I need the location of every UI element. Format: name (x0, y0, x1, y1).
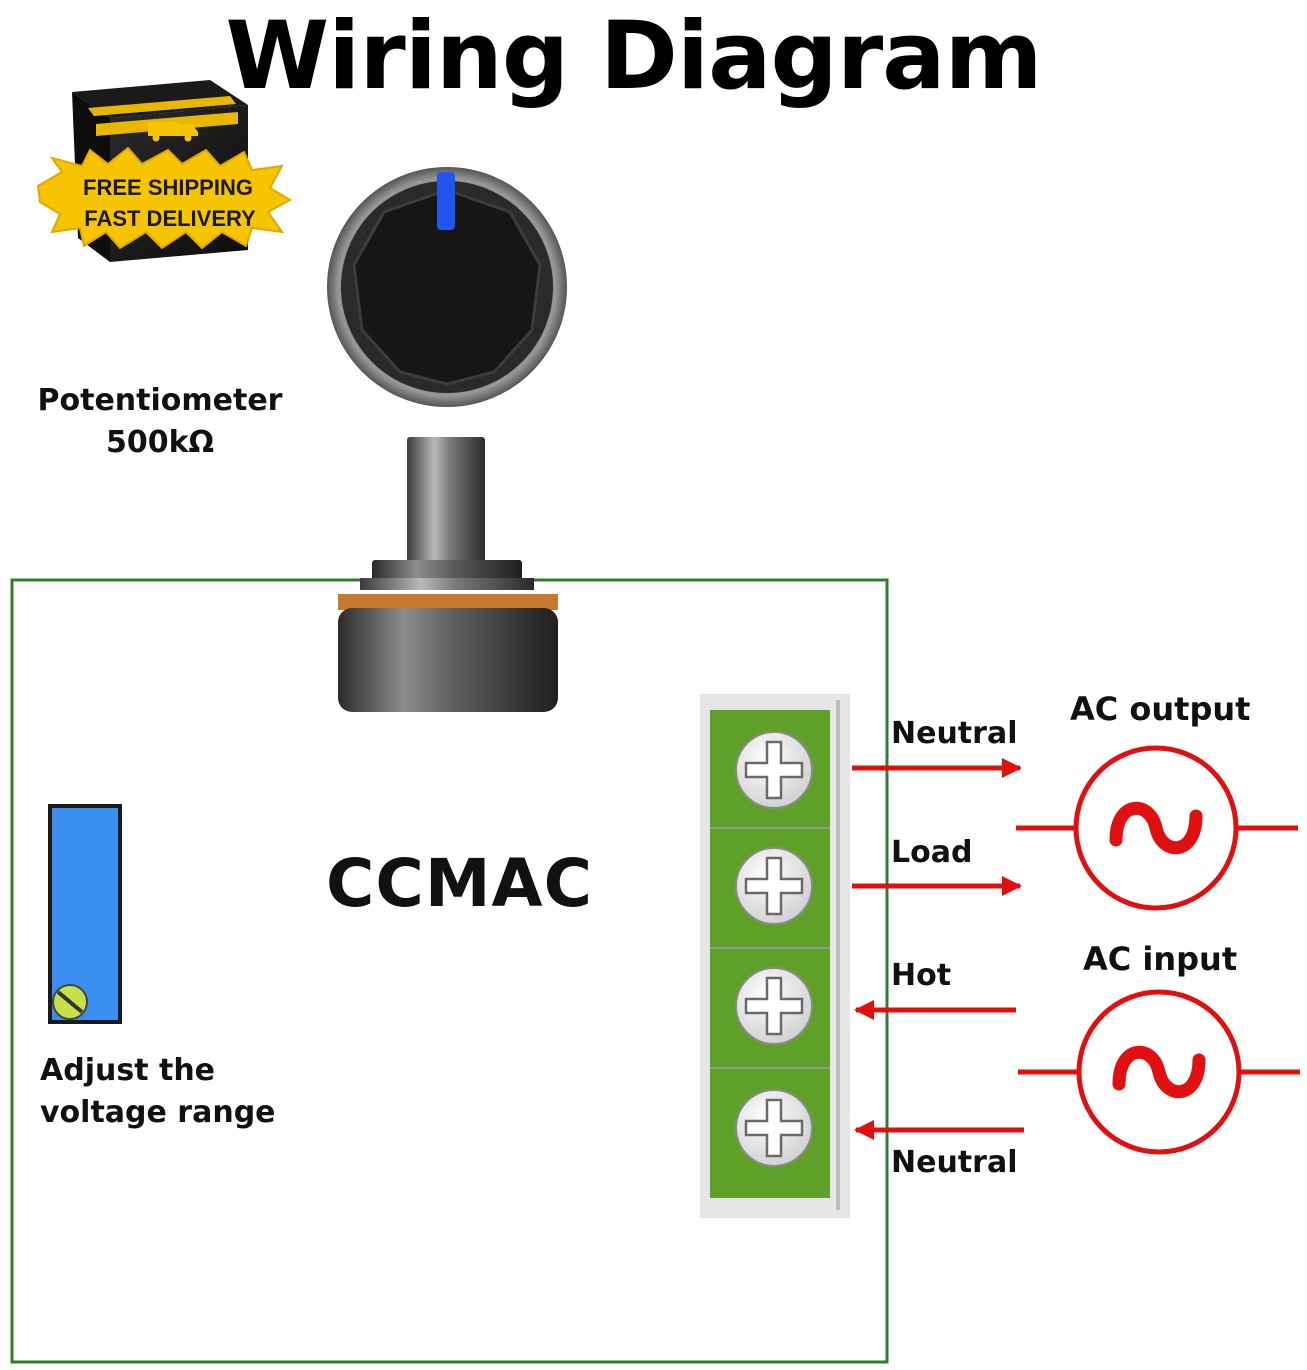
terminal-label-load: Load (891, 835, 973, 870)
adjust-line-1: Adjust the (40, 1053, 216, 1088)
knob-indicator-icon (437, 172, 455, 230)
delivery-truck-icon (148, 122, 198, 142)
ac-input-source-icon (1018, 989, 1300, 1155)
trimmer-potentiometer[interactable] (48, 804, 122, 1024)
ac-input-label: AC input (1083, 940, 1238, 978)
adjust-line-2: voltage range (40, 1095, 276, 1130)
adjust-voltage-label: Adjust the voltage range (40, 1050, 276, 1134)
terminal-label-hot: Hot (891, 958, 952, 993)
terminal-screw-icon[interactable] (735, 967, 813, 1045)
potentiometer-name: Potentiometer (37, 383, 283, 418)
shipping-badge (36, 80, 293, 262)
badge-ribbon (36, 146, 293, 250)
terminal-label-neutral-in: Neutral (891, 1145, 1018, 1180)
badge-line-2: FAST DELIVERY (84, 206, 256, 231)
terminal-screw-icon[interactable] (735, 847, 813, 925)
ac-output-source-icon (1016, 745, 1298, 911)
potentiometer-body (338, 437, 558, 712)
terminal-label-neutral-out: Neutral (891, 716, 1018, 751)
potentiometer-knob[interactable] (327, 167, 567, 407)
terminal-screw-icon[interactable] (735, 1089, 813, 1167)
device-name: CCMAC (326, 845, 594, 922)
wiring (852, 758, 1024, 1140)
potentiometer-label: Potentiometer 500kΩ (20, 380, 300, 464)
terminal-screw-icon[interactable] (735, 731, 813, 809)
badge-line-1: FREE SHIPPING (83, 175, 253, 200)
page-title: Wiring Diagram (225, 2, 1042, 111)
ac-output-label: AC output (1070, 690, 1251, 728)
potentiometer-value: 500kΩ (105, 425, 215, 460)
